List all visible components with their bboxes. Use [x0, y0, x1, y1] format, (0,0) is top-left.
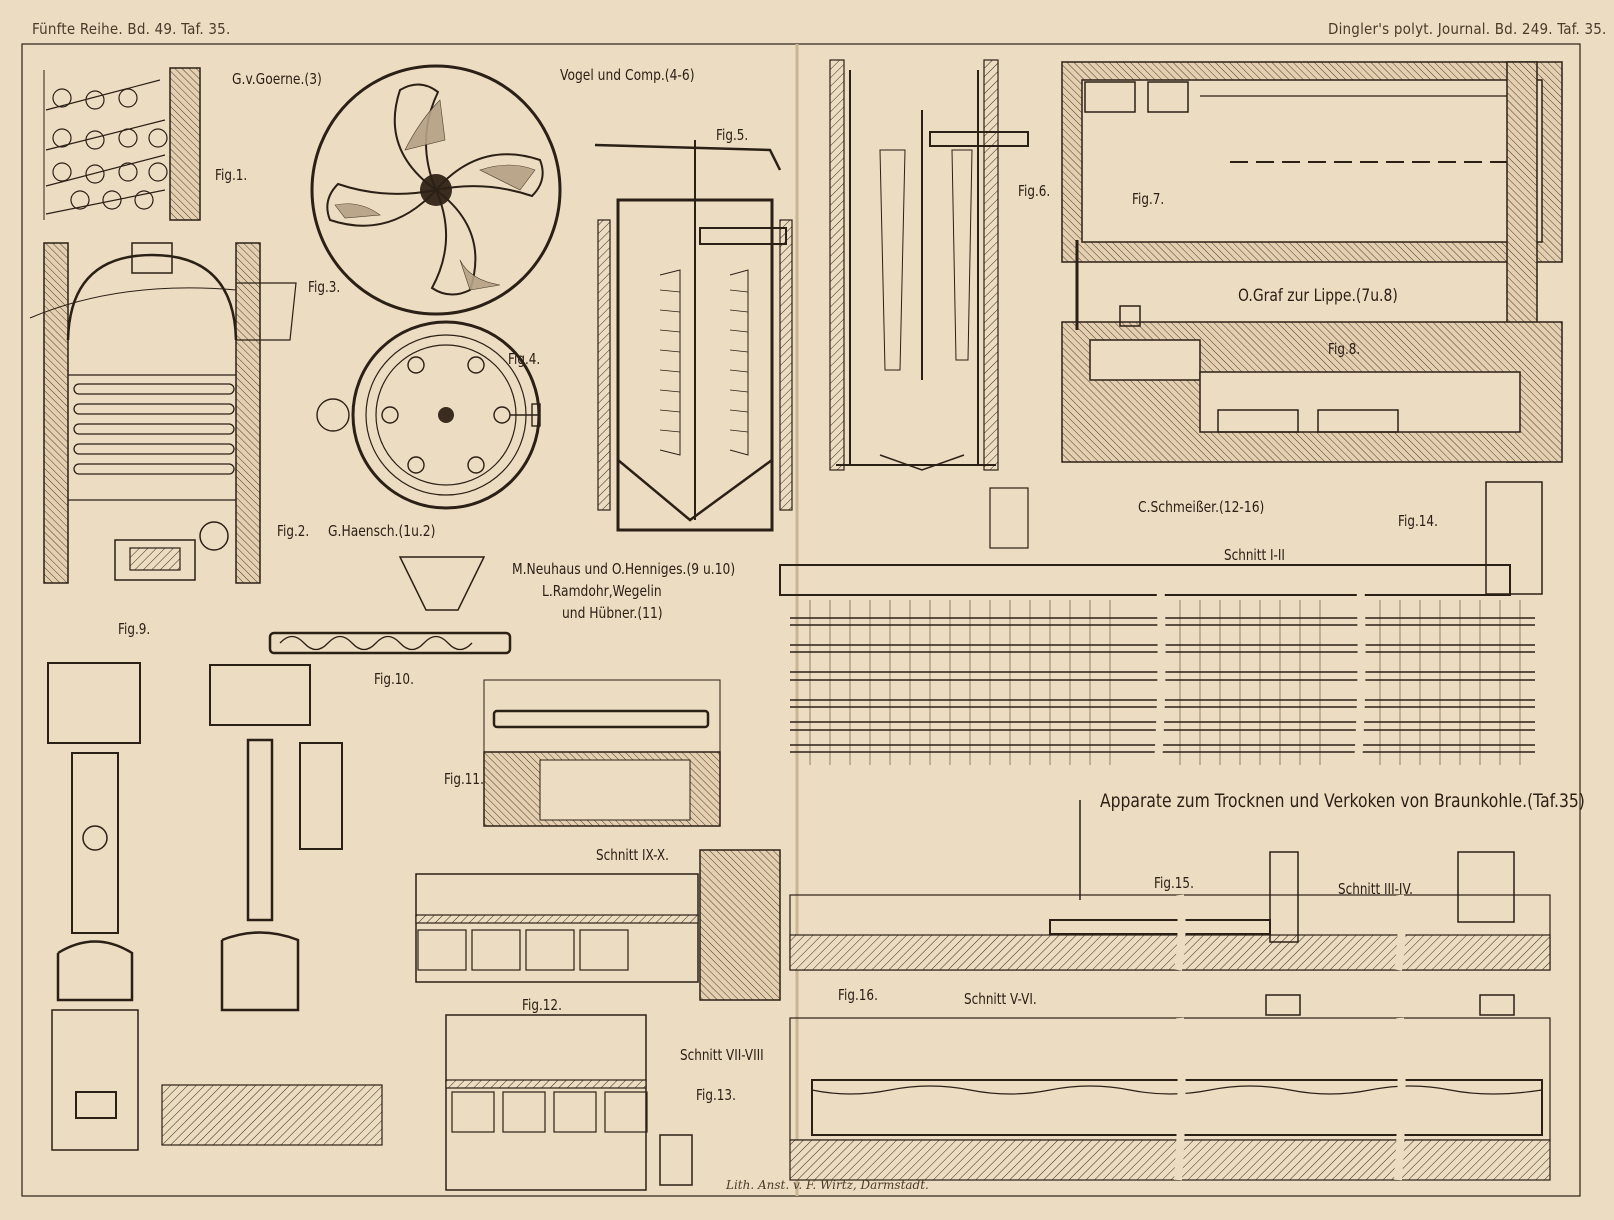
fig15-label: Fig.15. [1154, 874, 1194, 892]
plate-border [21, 43, 1581, 1197]
caption-haensch: G.Haensch.(1u.2) [328, 522, 436, 540]
caption-vogel: Vogel und Comp.(4-6) [560, 66, 695, 84]
section-3-4: Schnitt III-IV. [1338, 880, 1413, 898]
section-1-2: Schnitt I-II [1224, 546, 1285, 564]
fig9-drawing [47, 662, 141, 1151]
imprint: Lith. Anst. v. F. Wirtz, Darmstadt. [726, 1178, 929, 1192]
fig11-label: Fig.11. [444, 770, 484, 788]
caption-neuhaus-2: L.Ramdohr,Wegelin [542, 582, 662, 600]
fig16-drawing [789, 994, 1551, 1181]
caption-neuhaus-3: und Hübner.(11) [562, 604, 663, 622]
caption-lippe: O.Graf zur Lippe.(7u.8) [1238, 286, 1398, 306]
fig4-label: Fig.4. [508, 350, 541, 368]
fig9-label: Fig.9. [118, 620, 151, 638]
fig10-drawing [161, 556, 512, 1146]
fig15-drawing [789, 800, 1551, 971]
fig3-drawing [310, 64, 562, 316]
fig13-drawing [445, 1014, 693, 1191]
fig1-drawing [43, 67, 201, 221]
fig5-label: Fig.5. [716, 126, 749, 144]
fig8-label: Fig.8. [1328, 340, 1361, 358]
fig1-label: Fig.1. [215, 166, 248, 184]
fig7-drawing [1061, 61, 1563, 463]
caption-neuhaus-1: M.Neuhaus und O.Henniges.(9 u.10) [512, 560, 736, 578]
fig14-label: Fig.14. [1398, 512, 1438, 530]
plate-title: Apparate zum Trocknen und Verkoken von B… [1100, 790, 1585, 812]
header-right: Dingler's polyt. Journal. Bd. 249. Taf. … [1328, 20, 1607, 38]
caption-schmeisser: C.Schmeißer.(12-16) [1138, 498, 1265, 516]
section-5-6: Schnitt V-VI. [964, 990, 1037, 1008]
header-left: Fünfte Reihe. Bd. 49. Taf. 35. [32, 20, 231, 38]
fig8-drawing [1061, 240, 1563, 463]
caption-goerne: G.v.Goerne.(3) [232, 70, 322, 88]
section-9-10: Schnitt IX-X. [596, 846, 669, 864]
fig12-label: Fig.12. [522, 996, 562, 1014]
fig2-drawing [29, 242, 297, 584]
fig13-label: Fig.13. [696, 1086, 736, 1104]
fig16-label: Fig.16. [838, 986, 878, 1004]
fig10-label: Fig.10. [374, 670, 414, 688]
fig2-label: Fig.2. [277, 522, 310, 540]
fig7-label: Fig.7. [1132, 190, 1165, 208]
section-7-8: Schnitt VII-VIII [680, 1046, 764, 1064]
fig4-drawing [316, 320, 541, 510]
fig6-drawing [829, 59, 1029, 549]
fig11-drawing [483, 679, 721, 827]
fig5-drawing [594, 140, 793, 532]
fig6-label: Fig.6. [1018, 182, 1051, 200]
fig3-label: Fig.3. [308, 278, 341, 296]
fig14-drawing [779, 481, 1543, 766]
fig12-drawing [415, 849, 781, 1001]
